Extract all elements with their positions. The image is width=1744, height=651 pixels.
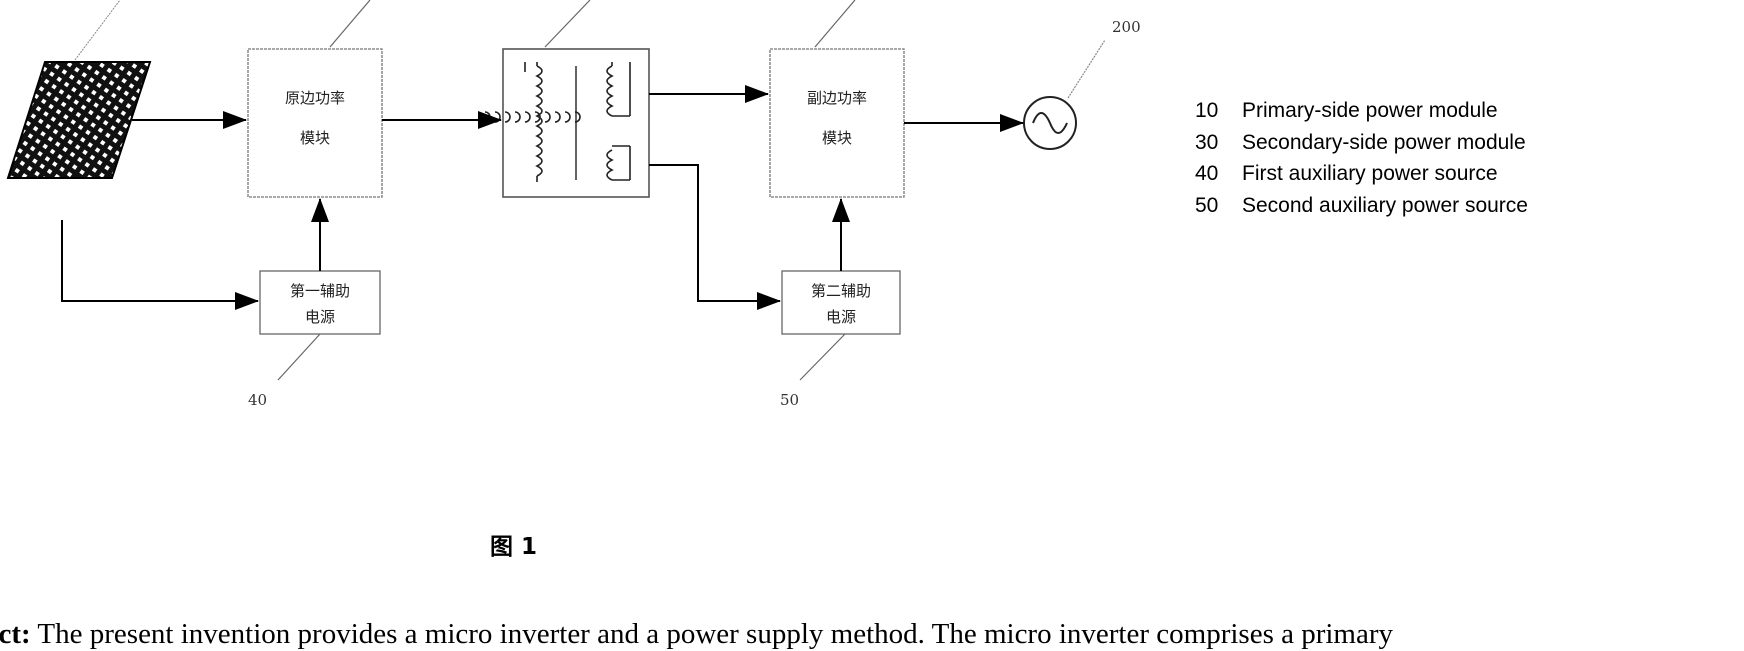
transformer (485, 49, 649, 197)
legend-num: 50 (1195, 190, 1242, 222)
ref-200: 200 (1112, 18, 1141, 36)
abstract-body: The present invention provides a micro i… (31, 618, 1393, 650)
legend-row-30: 30Secondary-side power module (1195, 127, 1528, 159)
aux2-label-1: 第二辅助 (811, 282, 871, 300)
legend-num: 40 (1195, 158, 1242, 190)
leader-lines (330, 0, 855, 47)
primary-module-label-2: 模块 (300, 129, 330, 147)
figure-caption: 图 1 (490, 527, 537, 561)
legend-text: Second auxiliary power source (1242, 194, 1528, 217)
ref-40: 40 (248, 391, 267, 409)
aux2-label-2: 电源 (826, 308, 856, 326)
block-diagram: 原边功率 模块 副边功率 模块 200 第一辅助 (0, 0, 1744, 600)
legend-row-10: 10Primary-side power module (1195, 95, 1528, 127)
aux1-label-1: 第一辅助 (290, 282, 350, 300)
legend-num: 10 (1195, 95, 1242, 127)
secondary-module-label-1: 副边功率 (807, 89, 867, 107)
secondary-module-label-2: 模块 (822, 129, 852, 147)
legend-text: Primary-side power module (1242, 99, 1498, 122)
legend-row-40: 40First auxiliary power source (1195, 158, 1528, 190)
legend-row-50: 50Second auxiliary power source (1195, 190, 1528, 222)
second-aux-power: 第二辅助 电源 (782, 271, 900, 380)
primary-module-label-1: 原边功率 (285, 89, 345, 107)
first-aux-power: 第一辅助 电源 (260, 271, 380, 380)
primary-power-module: 原边功率 模块 (248, 49, 382, 197)
abstract-text: act: The present invention provides a mi… (0, 617, 1393, 651)
legend-text: Secondary-side power module (1242, 131, 1526, 154)
solar-panel-icon (8, 0, 150, 178)
ac-grid-icon (1024, 40, 1105, 149)
ref-50: 50 (780, 391, 799, 409)
aux1-label-2: 电源 (305, 308, 335, 326)
legend: 10Primary-side power module 30Secondary-… (1195, 95, 1528, 221)
secondary-power-module: 副边功率 模块 (770, 49, 904, 197)
legend-num: 30 (1195, 127, 1242, 159)
legend-text: First auxiliary power source (1242, 162, 1498, 185)
abstract-label: act: (0, 618, 31, 650)
